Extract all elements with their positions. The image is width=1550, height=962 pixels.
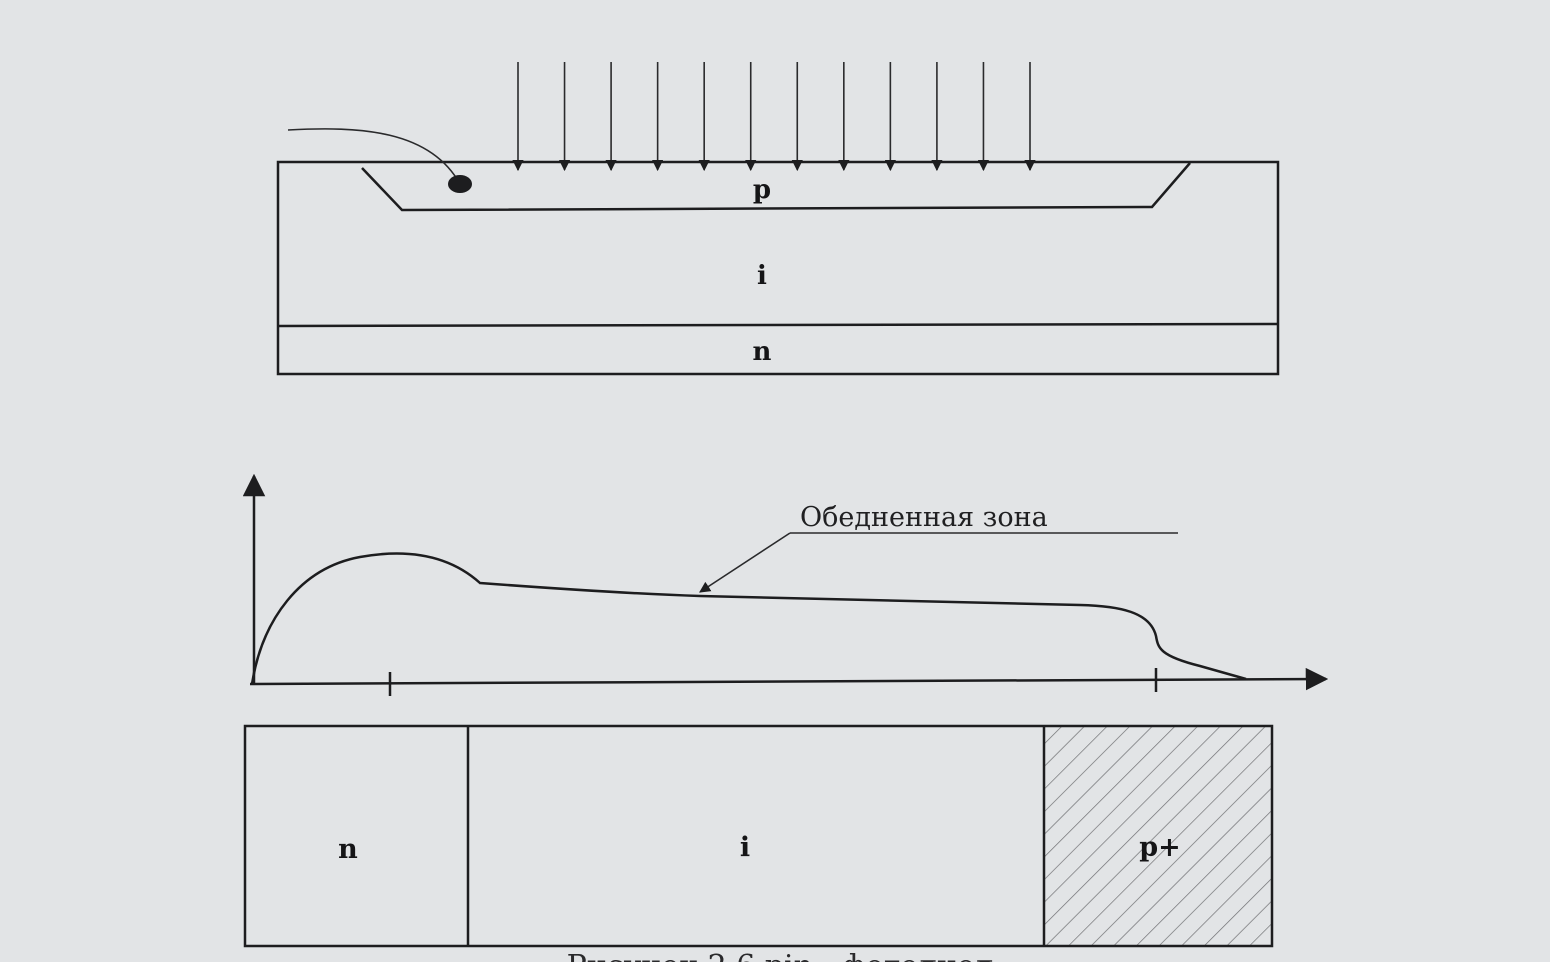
label-bottom-n: n [338,834,358,865]
callout-depletion-zone: Обедненная зона [800,502,1048,533]
figure-caption: Рисунок 2.6 pin - фотодиод [567,949,994,962]
bottom-structure: n i p+ [243,724,1274,948]
label-top-n: n [753,337,772,367]
p-region-well [361,162,1191,212]
label-bottom-i: i [740,832,750,863]
label-top-i: i [757,261,767,291]
contact-wire [287,128,461,185]
field-profile-graph: Обедненная зона [242,473,1329,696]
label-bottom-p-plus: p+ [1139,832,1181,863]
incident-light-arrows [512,62,1036,172]
field-profile-curve [250,552,1247,685]
p-plus-hatched-region [1044,726,1272,946]
top-structure: p i n [276,62,1280,376]
i-n-boundary [277,322,1279,328]
x-axis [249,667,1329,691]
top-body-outline [276,160,1280,376]
contact-dot [448,175,472,193]
callout-leader [699,532,791,593]
label-top-p: p [753,175,771,205]
bottom-body-outline [243,724,1274,948]
